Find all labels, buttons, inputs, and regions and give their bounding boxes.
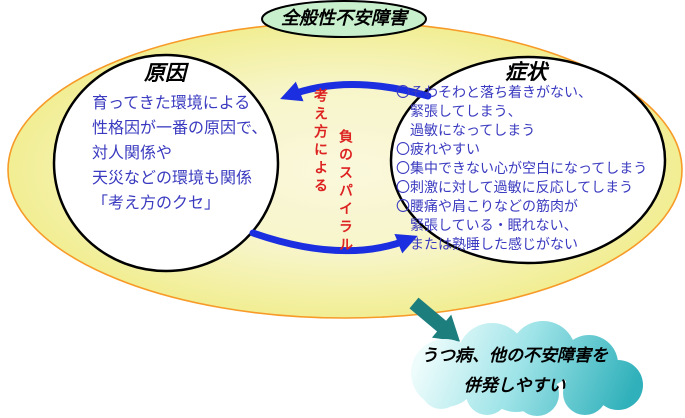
causes-line: 天災などの環境も関係 bbox=[92, 168, 253, 187]
cloud-shape bbox=[411, 321, 643, 416]
causes-ellipse bbox=[52, 53, 280, 273]
causes-line: 育ってきた環境による bbox=[92, 93, 251, 112]
cycle-arrow-top bbox=[280, 81, 432, 102]
symptoms-heading: 症状 bbox=[505, 60, 547, 84]
symptom-line: 緊張している・眠れない、 bbox=[396, 218, 578, 234]
symptom-line: 〇そわそわと落ち着きがない、 bbox=[396, 85, 592, 101]
to-cloud-arrow bbox=[409, 297, 460, 342]
negative-spiral-label: 負のスパイラル bbox=[337, 129, 353, 255]
cycle-arrow-bottom bbox=[249, 229, 418, 255]
causes-text: 育ってきた環境による 性格因が一番の原因で、 対人関係や 天災などの環境も関係 … bbox=[92, 90, 282, 215]
symptom-line: 過敏になってしまう bbox=[396, 123, 536, 139]
symptom-line: 〇腰痛や肩こりなどの筋肉が bbox=[396, 199, 578, 215]
cloud-caption-line1: うつ病、他の不安障害を bbox=[421, 346, 608, 366]
diagram-title: 全般性不安障害 bbox=[281, 8, 407, 29]
symptom-line: 〇集中できない心が空白になってしまう bbox=[396, 161, 648, 177]
symptom-line: 緊張してしまう、 bbox=[396, 104, 522, 120]
title-ellipse bbox=[261, 0, 427, 38]
thinking-label: 考え方による bbox=[312, 88, 328, 196]
cloud-caption-line2: 併発しやすい bbox=[463, 376, 566, 396]
causes-line: 「考え方のクセ」 bbox=[92, 193, 221, 212]
symptom-line: 〇刺激に対して過敏に反応してしまう bbox=[396, 180, 634, 196]
symptom-line: 〇疲れやすい bbox=[396, 142, 480, 158]
symptoms-ellipse bbox=[389, 55, 667, 265]
symptoms-text: 〇そわそわと落ち着きがない、 緊張してしまう、 過敏になってしまう 〇疲れやすい… bbox=[396, 84, 668, 255]
causes-line: 性格因が一番の原因で、 bbox=[92, 118, 268, 137]
causes-heading: 原因 bbox=[144, 61, 186, 85]
causes-line: 対人関係や bbox=[92, 143, 173, 162]
symptom-line: または熟睡した感じがない bbox=[396, 237, 578, 253]
cloud-caption: うつ病、他の不安障害を 併発しやすい bbox=[412, 341, 617, 401]
